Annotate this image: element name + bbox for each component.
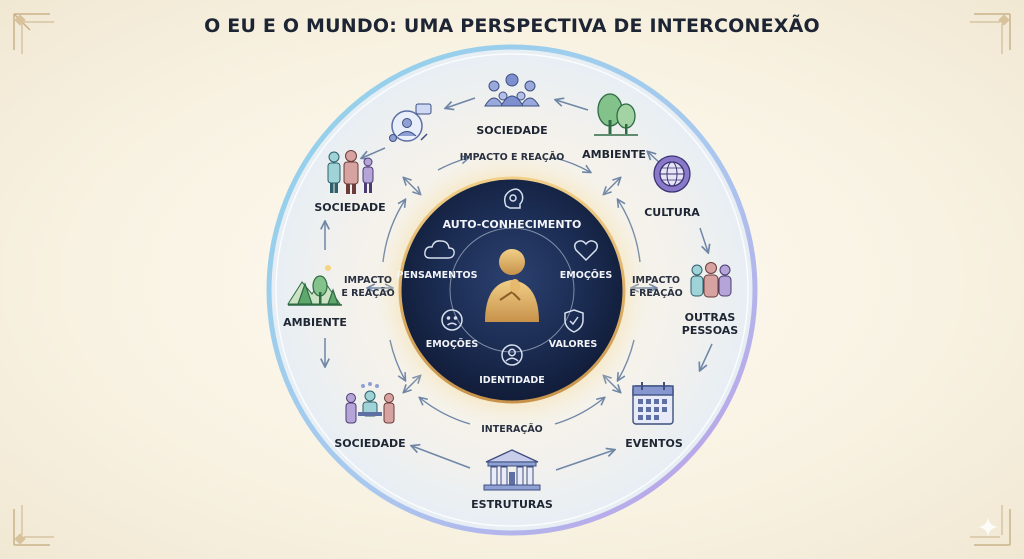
ring-label-right-1: IMPACTO bbox=[632, 275, 680, 286]
sparkle-icon bbox=[978, 517, 998, 537]
node-outras-pessoas-1: OUTRAS bbox=[685, 311, 736, 324]
globe-gear-icon bbox=[653, 155, 691, 193]
chat-people-icon bbox=[389, 103, 432, 142]
node-sociedade-left: SOCIEDADE bbox=[314, 201, 385, 214]
frame-corner-top-right bbox=[970, 13, 1011, 54]
node-eventos: EVENTOS bbox=[625, 437, 683, 450]
ring-label-top: IMPACTO E REAÇÃO bbox=[460, 152, 565, 163]
family-icon bbox=[327, 150, 374, 194]
three-people-icon bbox=[690, 262, 732, 298]
center-emocoes-left: EMOÇÕES bbox=[426, 338, 479, 350]
node-outras-pessoas-2: PESSOAS bbox=[682, 324, 738, 337]
shield-check-icon bbox=[564, 309, 584, 333]
person-circle-icon bbox=[501, 344, 523, 366]
node-ambiente-left: AMBIENTE bbox=[283, 316, 347, 329]
frame-corner-bottom-right bbox=[970, 505, 1011, 546]
node-ambiente-top: AMBIENTE bbox=[582, 148, 646, 161]
sad-face-icon bbox=[441, 309, 463, 331]
center-identidade: IDENTIDADE bbox=[479, 375, 545, 386]
building-icon bbox=[483, 449, 541, 491]
node-sociedade-top: SOCIEDADE bbox=[476, 124, 547, 137]
trees-icon bbox=[594, 93, 638, 136]
group-of-people-icon bbox=[484, 73, 540, 107]
center-pensamentos: PENSAMENTOS bbox=[397, 270, 478, 281]
node-sociedade-bottom: SOCIEDADE bbox=[334, 437, 405, 450]
center-heading: AUTO-CONHECIMENTO bbox=[443, 218, 582, 231]
frame-corner-top-left bbox=[13, 13, 54, 54]
outer-ring-inner-line bbox=[275, 53, 749, 527]
ring-label-bottom: INTERAÇÃO bbox=[481, 424, 543, 435]
head-idea-icon bbox=[503, 188, 524, 209]
ring-label-right-2: E REAÇÃO bbox=[629, 288, 682, 299]
heart-icon bbox=[573, 240, 599, 262]
center-valores: VALORES bbox=[549, 339, 598, 350]
node-estruturas: ESTRUTURAS bbox=[471, 498, 553, 511]
thinking-person-icon bbox=[485, 249, 539, 322]
frame-corner-bottom-left bbox=[13, 505, 54, 546]
center-emocoes-right: EMOÇÕES bbox=[560, 269, 613, 281]
people-meeting-icon bbox=[345, 382, 395, 424]
trees-mountain-icon bbox=[287, 265, 342, 306]
core-inner-ring bbox=[449, 227, 575, 353]
ring-label-left-2: E REAÇÃO bbox=[341, 288, 394, 299]
cloud-icon bbox=[424, 240, 455, 259]
calendar-icon bbox=[632, 382, 674, 425]
page-title: O EU E O MUNDO: UMA PERSPECTIVA DE INTER… bbox=[204, 15, 820, 37]
node-cultura: CULTURA bbox=[644, 206, 700, 219]
ring-label-left-1: IMPACTO bbox=[344, 275, 392, 286]
